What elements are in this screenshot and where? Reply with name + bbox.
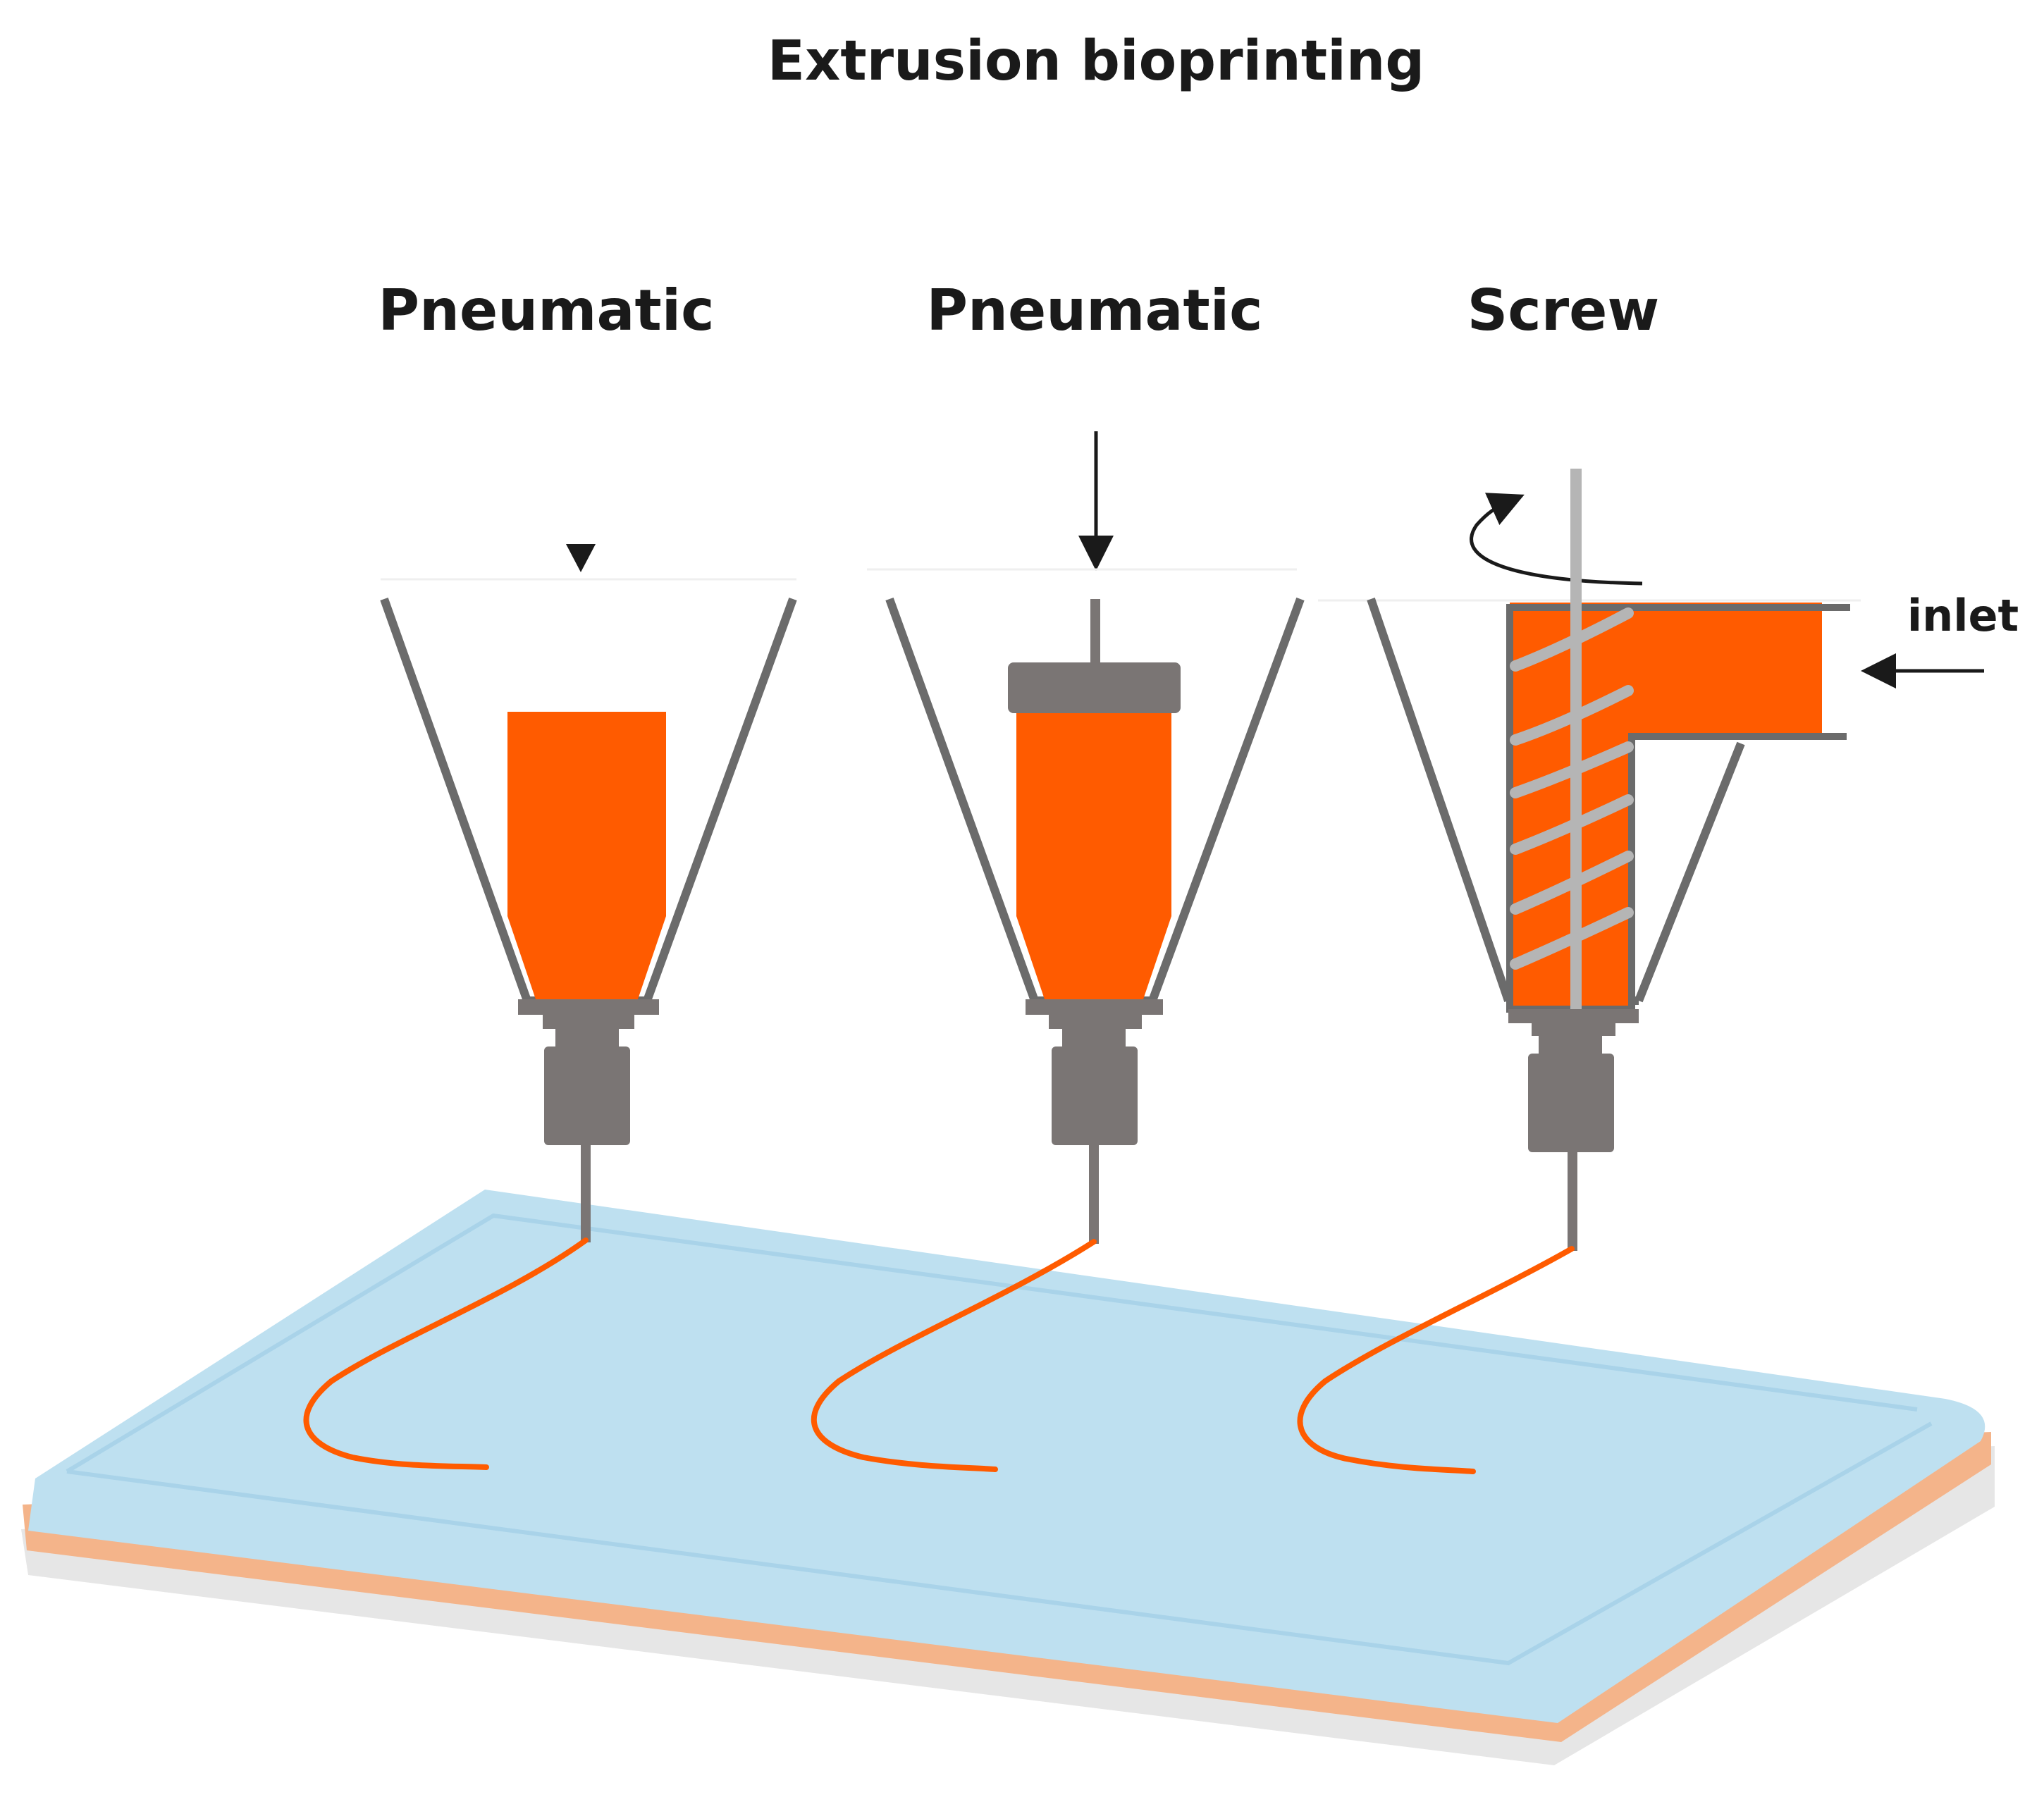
plate-inner-edge bbox=[66, 1213, 1933, 1666]
needle-hub-neck bbox=[555, 1027, 619, 1049]
extruded-filament bbox=[811, 1239, 1097, 1472]
syringe-collar bbox=[1026, 999, 1163, 1029]
needle bbox=[1568, 1152, 1577, 1251]
syringe-collar bbox=[518, 999, 659, 1029]
printhead-pneumatic-1 bbox=[303, 544, 797, 1470]
plunger-cap bbox=[1008, 662, 1181, 713]
needle bbox=[1089, 1145, 1099, 1244]
diagram-title: Extrusion bioprinting bbox=[768, 30, 1424, 93]
barrel-collar bbox=[1508, 1009, 1639, 1036]
screw-flights bbox=[1510, 607, 1634, 970]
rotation-arrow-icon bbox=[1470, 493, 1643, 586]
screw-barrel bbox=[1510, 603, 1822, 1008]
needle-hub bbox=[544, 1046, 630, 1145]
printhead-pneumatic-2 bbox=[811, 431, 1305, 1472]
needle-hub bbox=[1528, 1054, 1614, 1152]
inlet-label: inlet bbox=[1907, 590, 2019, 641]
printhead-screw bbox=[1297, 469, 1984, 1474]
extruded-filament bbox=[1297, 1246, 1575, 1474]
needle bbox=[581, 1145, 591, 1242]
plunger-rod bbox=[1090, 599, 1100, 666]
build-plate bbox=[21, 1190, 1995, 1765]
printhead-label-screw: Screw bbox=[1467, 278, 1660, 343]
bioink-cartridge bbox=[507, 712, 666, 999]
extruded-filament bbox=[303, 1237, 589, 1470]
bioink-cartridge bbox=[1016, 713, 1171, 999]
needle-hub-neck bbox=[1062, 1027, 1126, 1049]
printhead-label-pneumatic-1: Pneumatic bbox=[378, 278, 714, 343]
needle-hub-neck bbox=[1539, 1035, 1602, 1056]
screw-shaft bbox=[1570, 469, 1582, 1011]
pressure-indicator-icon bbox=[566, 544, 596, 572]
needle-hub bbox=[1052, 1046, 1138, 1145]
plate-top-surface bbox=[28, 1190, 1985, 1723]
printhead-label-pneumatic-2: Pneumatic bbox=[926, 278, 1262, 343]
